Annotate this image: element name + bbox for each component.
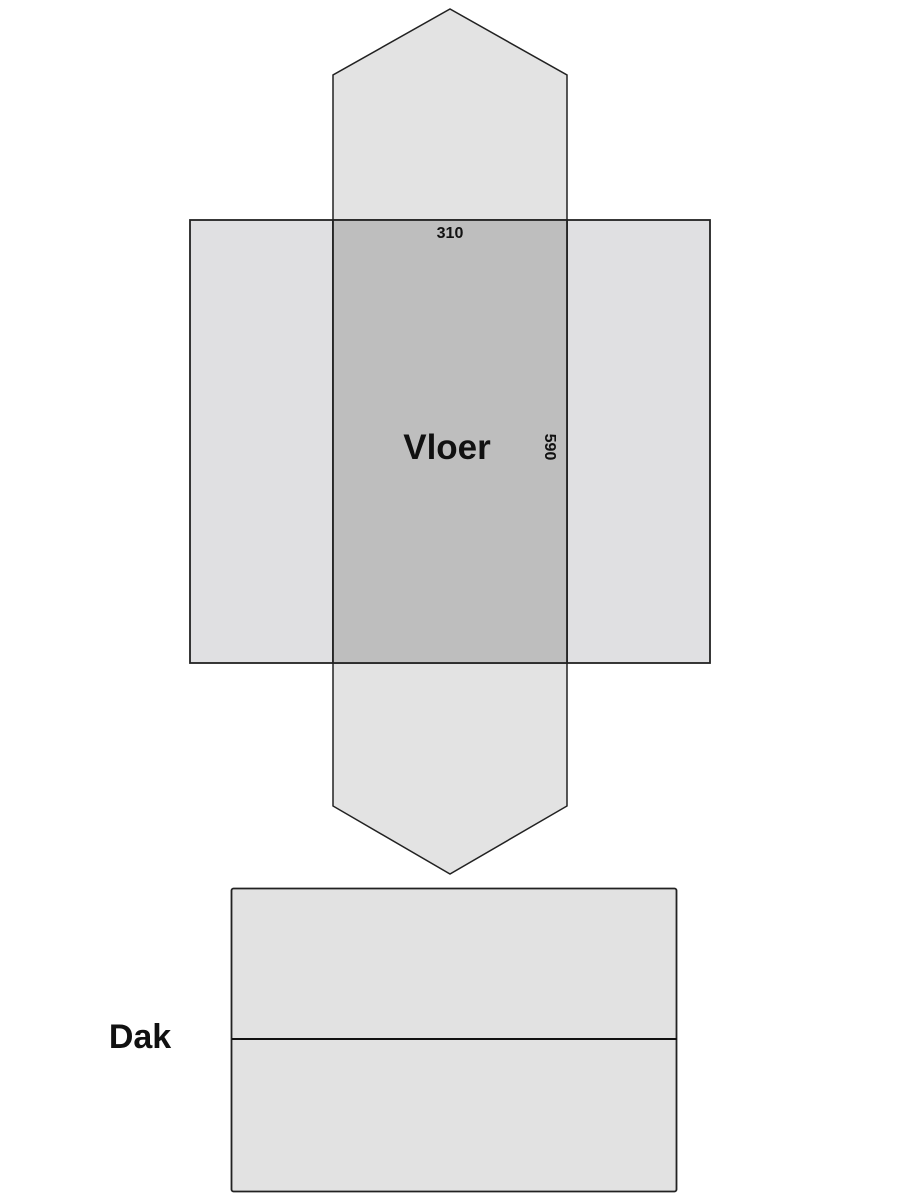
top-gable-wall <box>332 8 568 221</box>
floor-label: Vloer <box>403 428 491 467</box>
right-side-wall <box>566 219 711 664</box>
bottom-gable-wall <box>332 662 568 875</box>
left-side-wall <box>189 219 334 664</box>
floor-length-dimension: 590 <box>541 434 558 461</box>
floor-width-dimension: 310 <box>437 225 464 242</box>
floor-panel <box>332 219 568 664</box>
roof-label: Dak <box>109 1018 171 1056</box>
